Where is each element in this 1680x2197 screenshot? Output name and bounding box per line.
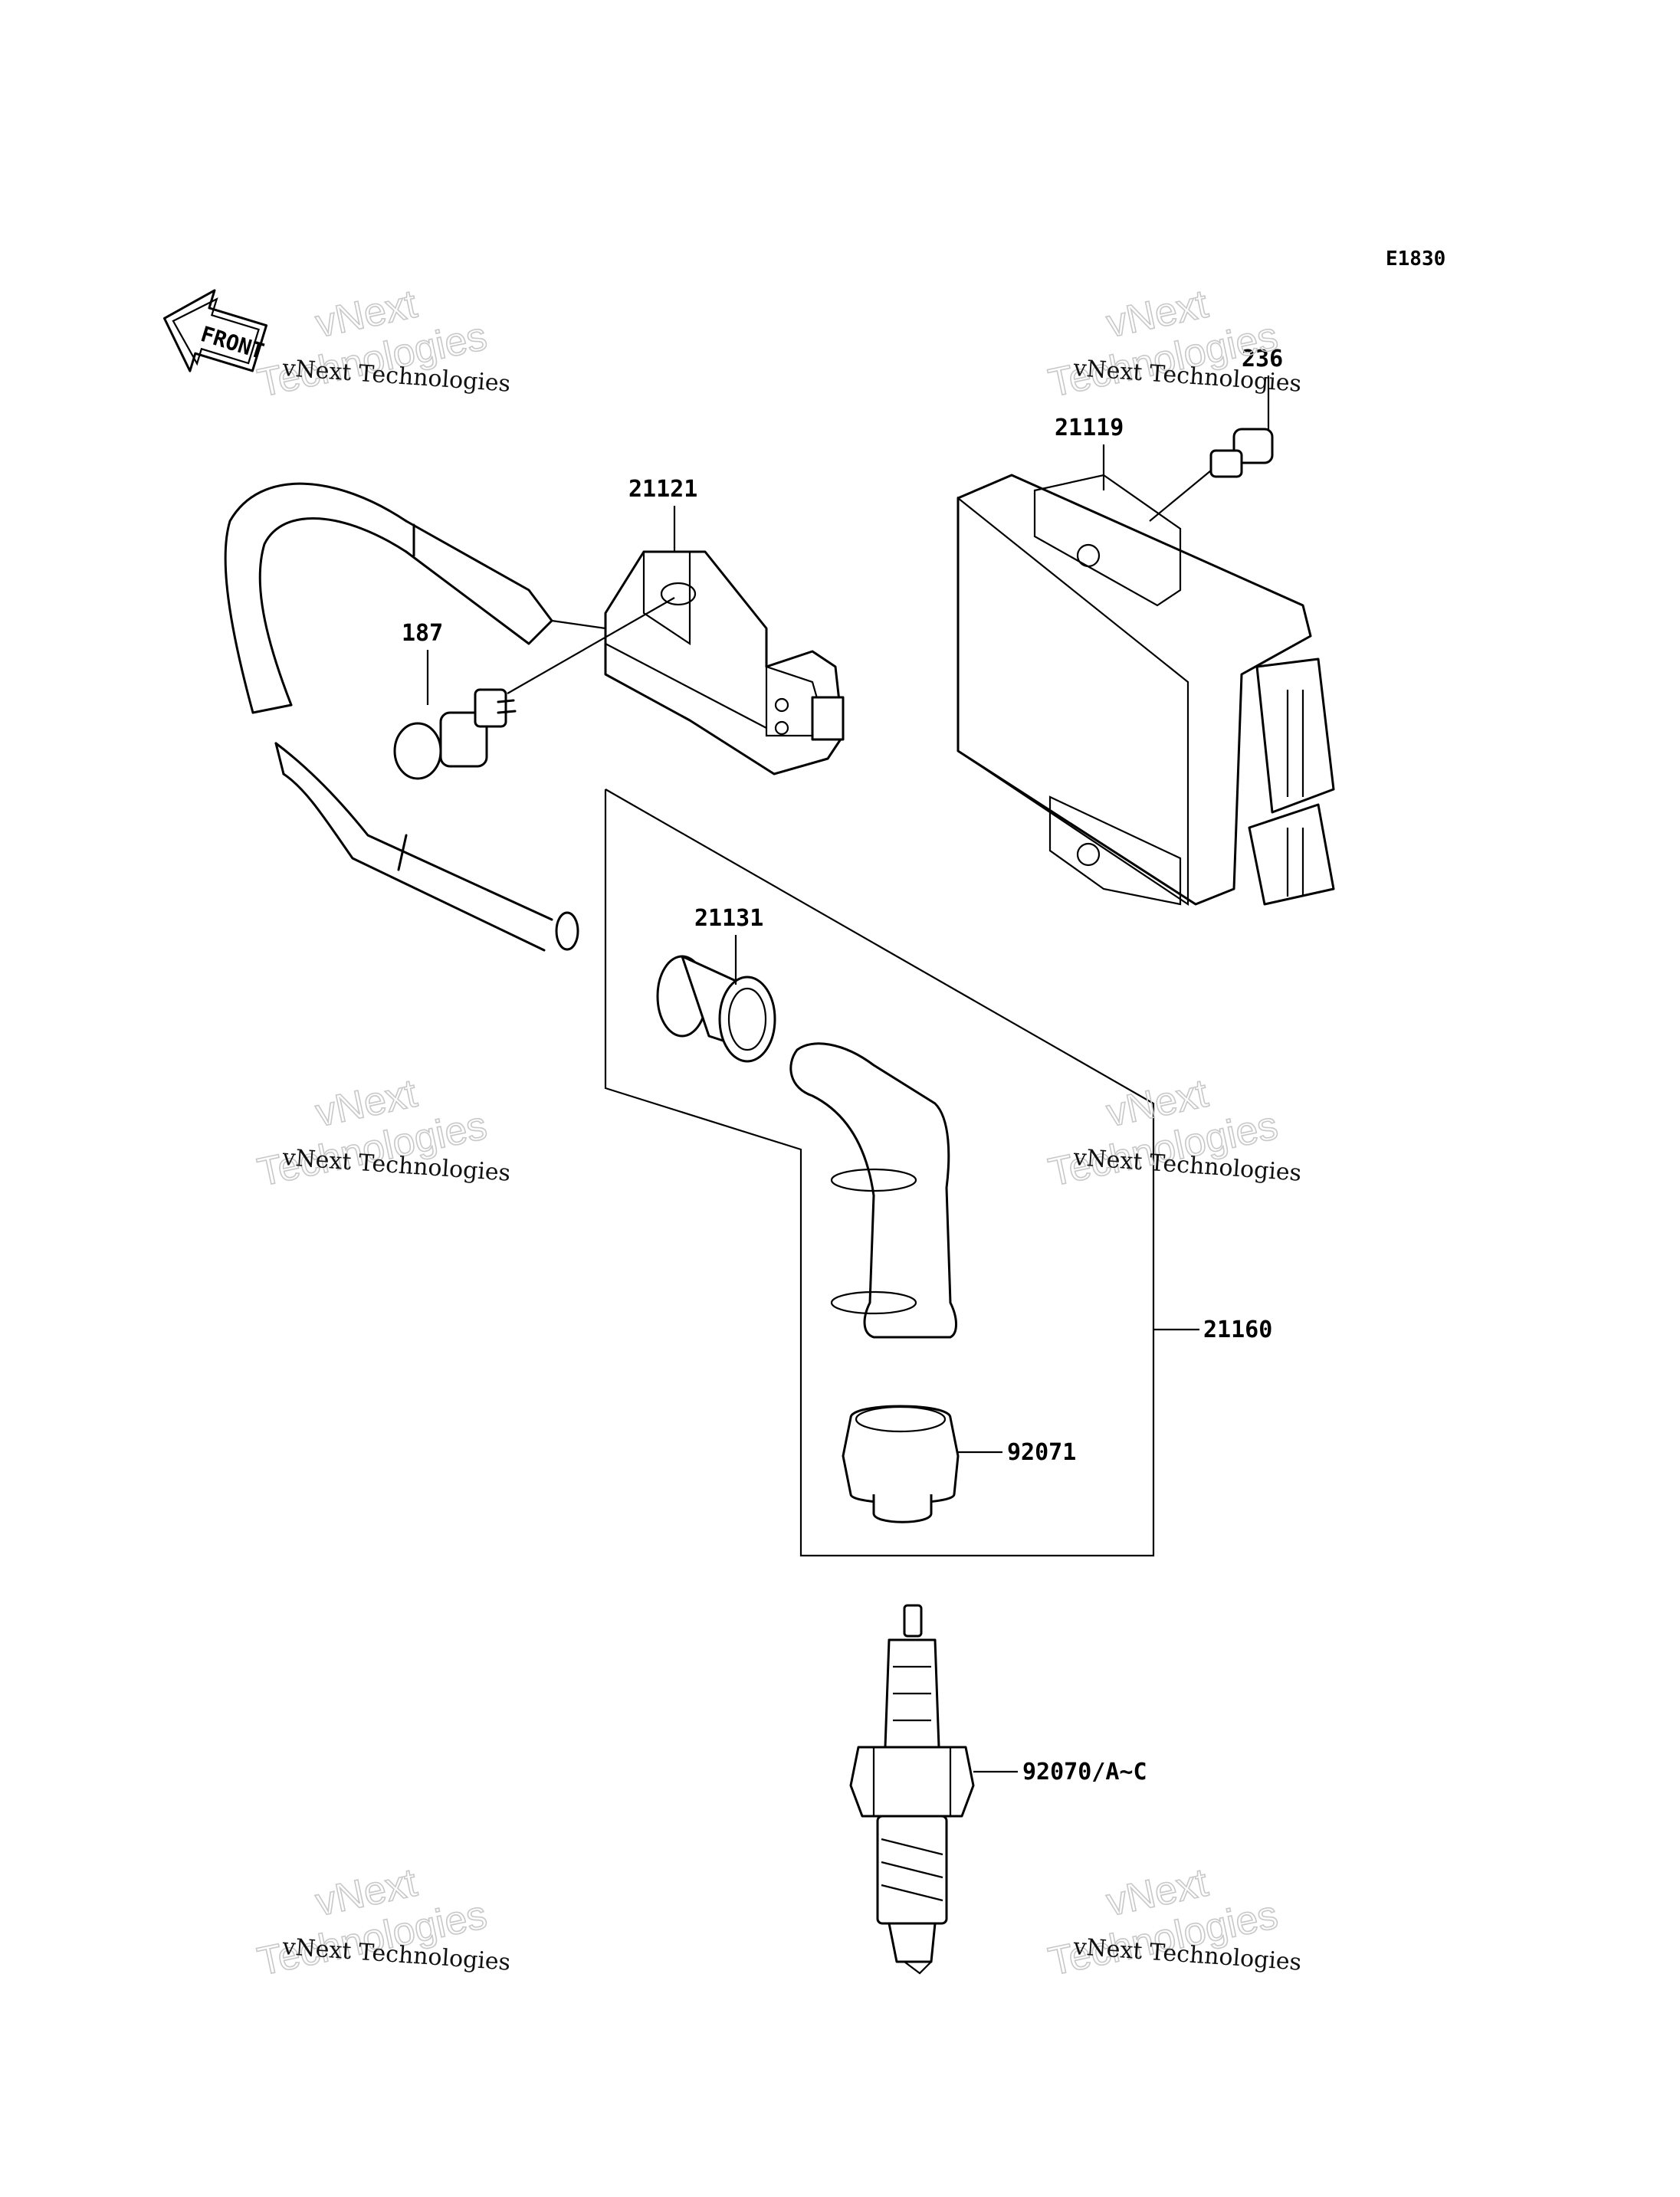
leader-236-to-cdi [1149,470,1212,522]
seal-21131 [656,955,776,1063]
callout-92071: 92071 [1007,1439,1076,1466]
spark-plug [849,1604,975,1975]
callout-92070: 92070/A~C [1022,1759,1147,1785]
cdi-unit [956,474,1335,907]
kit-21160-outline [604,789,1155,1557]
ignition-coil-assembly [224,482,845,952]
callout-21160: 21160 [1203,1317,1272,1343]
front-arrow-icon: FRONT [162,289,268,372]
bolt-236 [1209,428,1274,478]
callout-21131: 21131 [694,905,763,932]
leader-187-to-coil [507,597,675,694]
bolt-187 [393,688,517,780]
cap-92071 [842,1405,960,1523]
callout-187: 187 [402,620,443,647]
plug-cap [789,1042,957,1339]
diagram-code: E1830 [1386,248,1445,271]
callout-21121: 21121 [628,476,697,503]
callout-21119: 21119 [1055,415,1124,441]
callout-236: 236 [1242,346,1283,372]
